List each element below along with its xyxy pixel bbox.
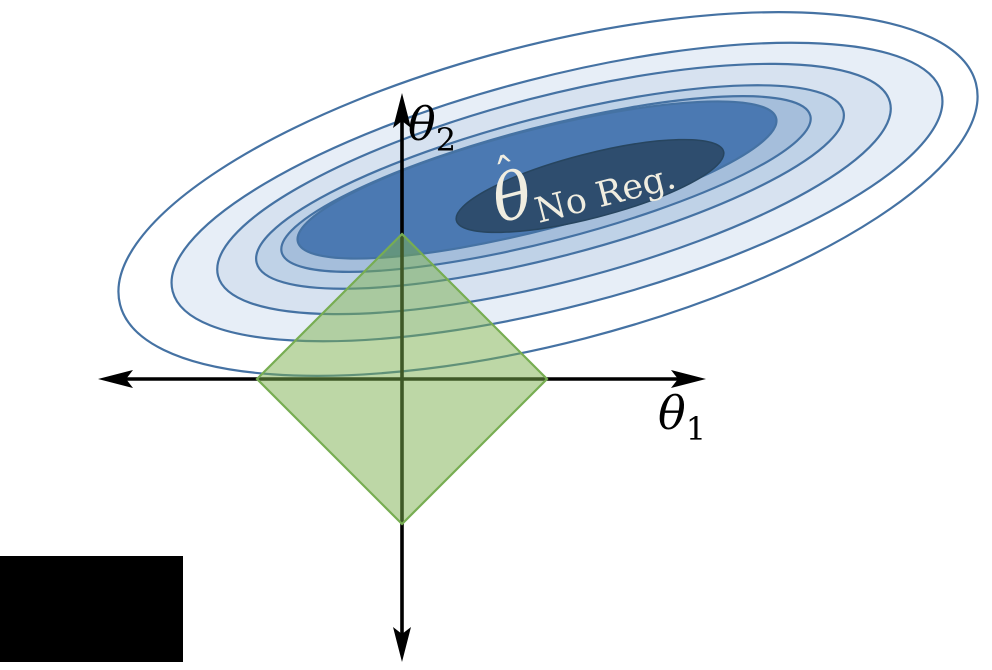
contour-ellipse-1 xyxy=(117,11,979,377)
x-axis-left-arrowhead-icon xyxy=(98,370,133,388)
theta2-axis-label: θ2 xyxy=(408,97,456,159)
y-axis-bottom-arrowhead-icon xyxy=(393,627,411,662)
redaction-block xyxy=(0,556,183,662)
y-axis-top-arrowhead-icon xyxy=(393,93,411,128)
theta2-subscript: 2 xyxy=(436,121,456,159)
contour-ellipse-innermost xyxy=(455,138,725,234)
theta1-symbol: θ xyxy=(658,386,686,440)
l1-constraint-diamond xyxy=(255,232,549,526)
theta1-subscript: 1 xyxy=(686,410,706,448)
x-axis-right-arrowhead-icon xyxy=(671,370,706,388)
theta2-symbol: θ xyxy=(408,97,436,151)
theta1-axis-label: θ1 xyxy=(658,386,706,448)
